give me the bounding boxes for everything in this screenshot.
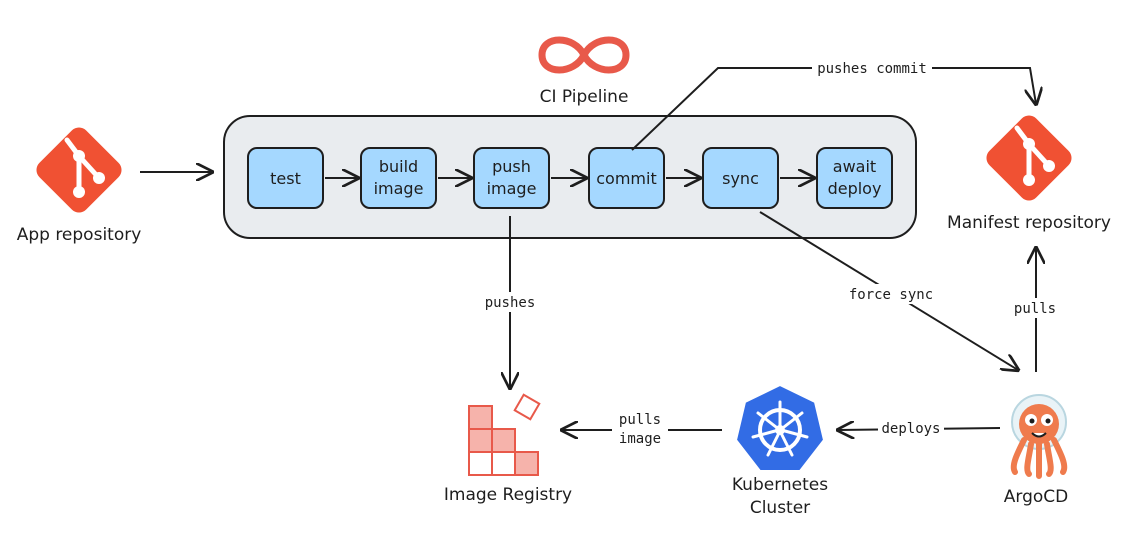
edge-deploys: deploys: [838, 418, 1001, 438]
edge-pulls: pulls: [1012, 248, 1058, 372]
pipeline-step-label: deploy: [828, 179, 882, 198]
app-repository-label: App repository: [17, 225, 142, 245]
manifest-repository: Manifest repository: [947, 115, 1111, 233]
pipeline-step: await deploy: [816, 147, 893, 209]
pipeline-step-label: image: [487, 179, 537, 198]
kubernetes-icon: [734, 383, 826, 472]
pipeline-step: push image: [473, 147, 550, 209]
pipeline-step-box: [360, 147, 437, 209]
edge-label-pushes-commit: pushes commit: [817, 61, 927, 77]
infinity-icon: [538, 36, 630, 74]
pipeline-step: commit: [588, 147, 665, 209]
pipeline-step-label: sync: [722, 169, 759, 188]
pipeline-step-label: push: [492, 157, 531, 176]
registry-icon: [468, 393, 541, 476]
edge-pulls-image: pulls image: [562, 408, 722, 448]
pipeline-step-label: build: [379, 157, 418, 176]
pipeline-step-label: image: [374, 179, 424, 198]
pipeline-step-label: await: [833, 157, 876, 176]
kubernetes-label-line-2: Cluster: [750, 498, 810, 518]
pipeline-step-box: [702, 147, 779, 209]
manifest-repository-label: Manifest repository: [947, 213, 1111, 233]
pipeline-step-box: [247, 147, 324, 209]
edge-label-pulls-image-1: pulls: [619, 412, 661, 428]
pipeline-step: test: [247, 147, 324, 209]
argocd-label: ArgoCD: [1004, 487, 1068, 507]
image-registry: Image Registry: [444, 393, 572, 505]
pipeline-step-box: [473, 147, 550, 209]
edge-label-pulls: pulls: [1014, 301, 1056, 317]
kubernetes-label-line-1: Kubernetes: [732, 475, 828, 495]
ci-pipeline: CI Pipeline test build image push image commi…: [223, 36, 917, 239]
edge-label-pushes: pushes: [485, 295, 536, 311]
edge-label-pulls-image-2: image: [619, 431, 661, 447]
git-logo-icon: [36, 127, 122, 213]
pipeline-step-label: test: [270, 169, 301, 188]
argocd-icon: [1010, 394, 1068, 479]
pipeline-step-box: [816, 147, 893, 209]
pipeline-step: sync: [702, 147, 779, 209]
pipeline-step: build image: [360, 147, 437, 209]
edge-pushes-commit: pushes commit: [631, 58, 1036, 151]
edge-force-sync: force sync: [759, 211, 1018, 370]
pipeline-title: CI Pipeline: [540, 87, 629, 107]
pipeline-step-box: [588, 147, 665, 209]
app-repository: App repository: [17, 127, 142, 245]
edge-pushes: pushes: [480, 216, 540, 388]
pipeline-steps: test build image push image commit sync await de…: [247, 147, 893, 209]
edge-label-force-sync: force sync: [849, 287, 933, 303]
image-registry-label: Image Registry: [444, 485, 572, 505]
git-logo-icon: [986, 115, 1072, 201]
pipeline-step-label: commit: [596, 169, 656, 188]
argocd: ArgoCD: [1004, 394, 1068, 507]
edge-label-deploys: deploys: [881, 421, 940, 437]
kubernetes-cluster: Kubernetes Cluster: [732, 383, 828, 518]
